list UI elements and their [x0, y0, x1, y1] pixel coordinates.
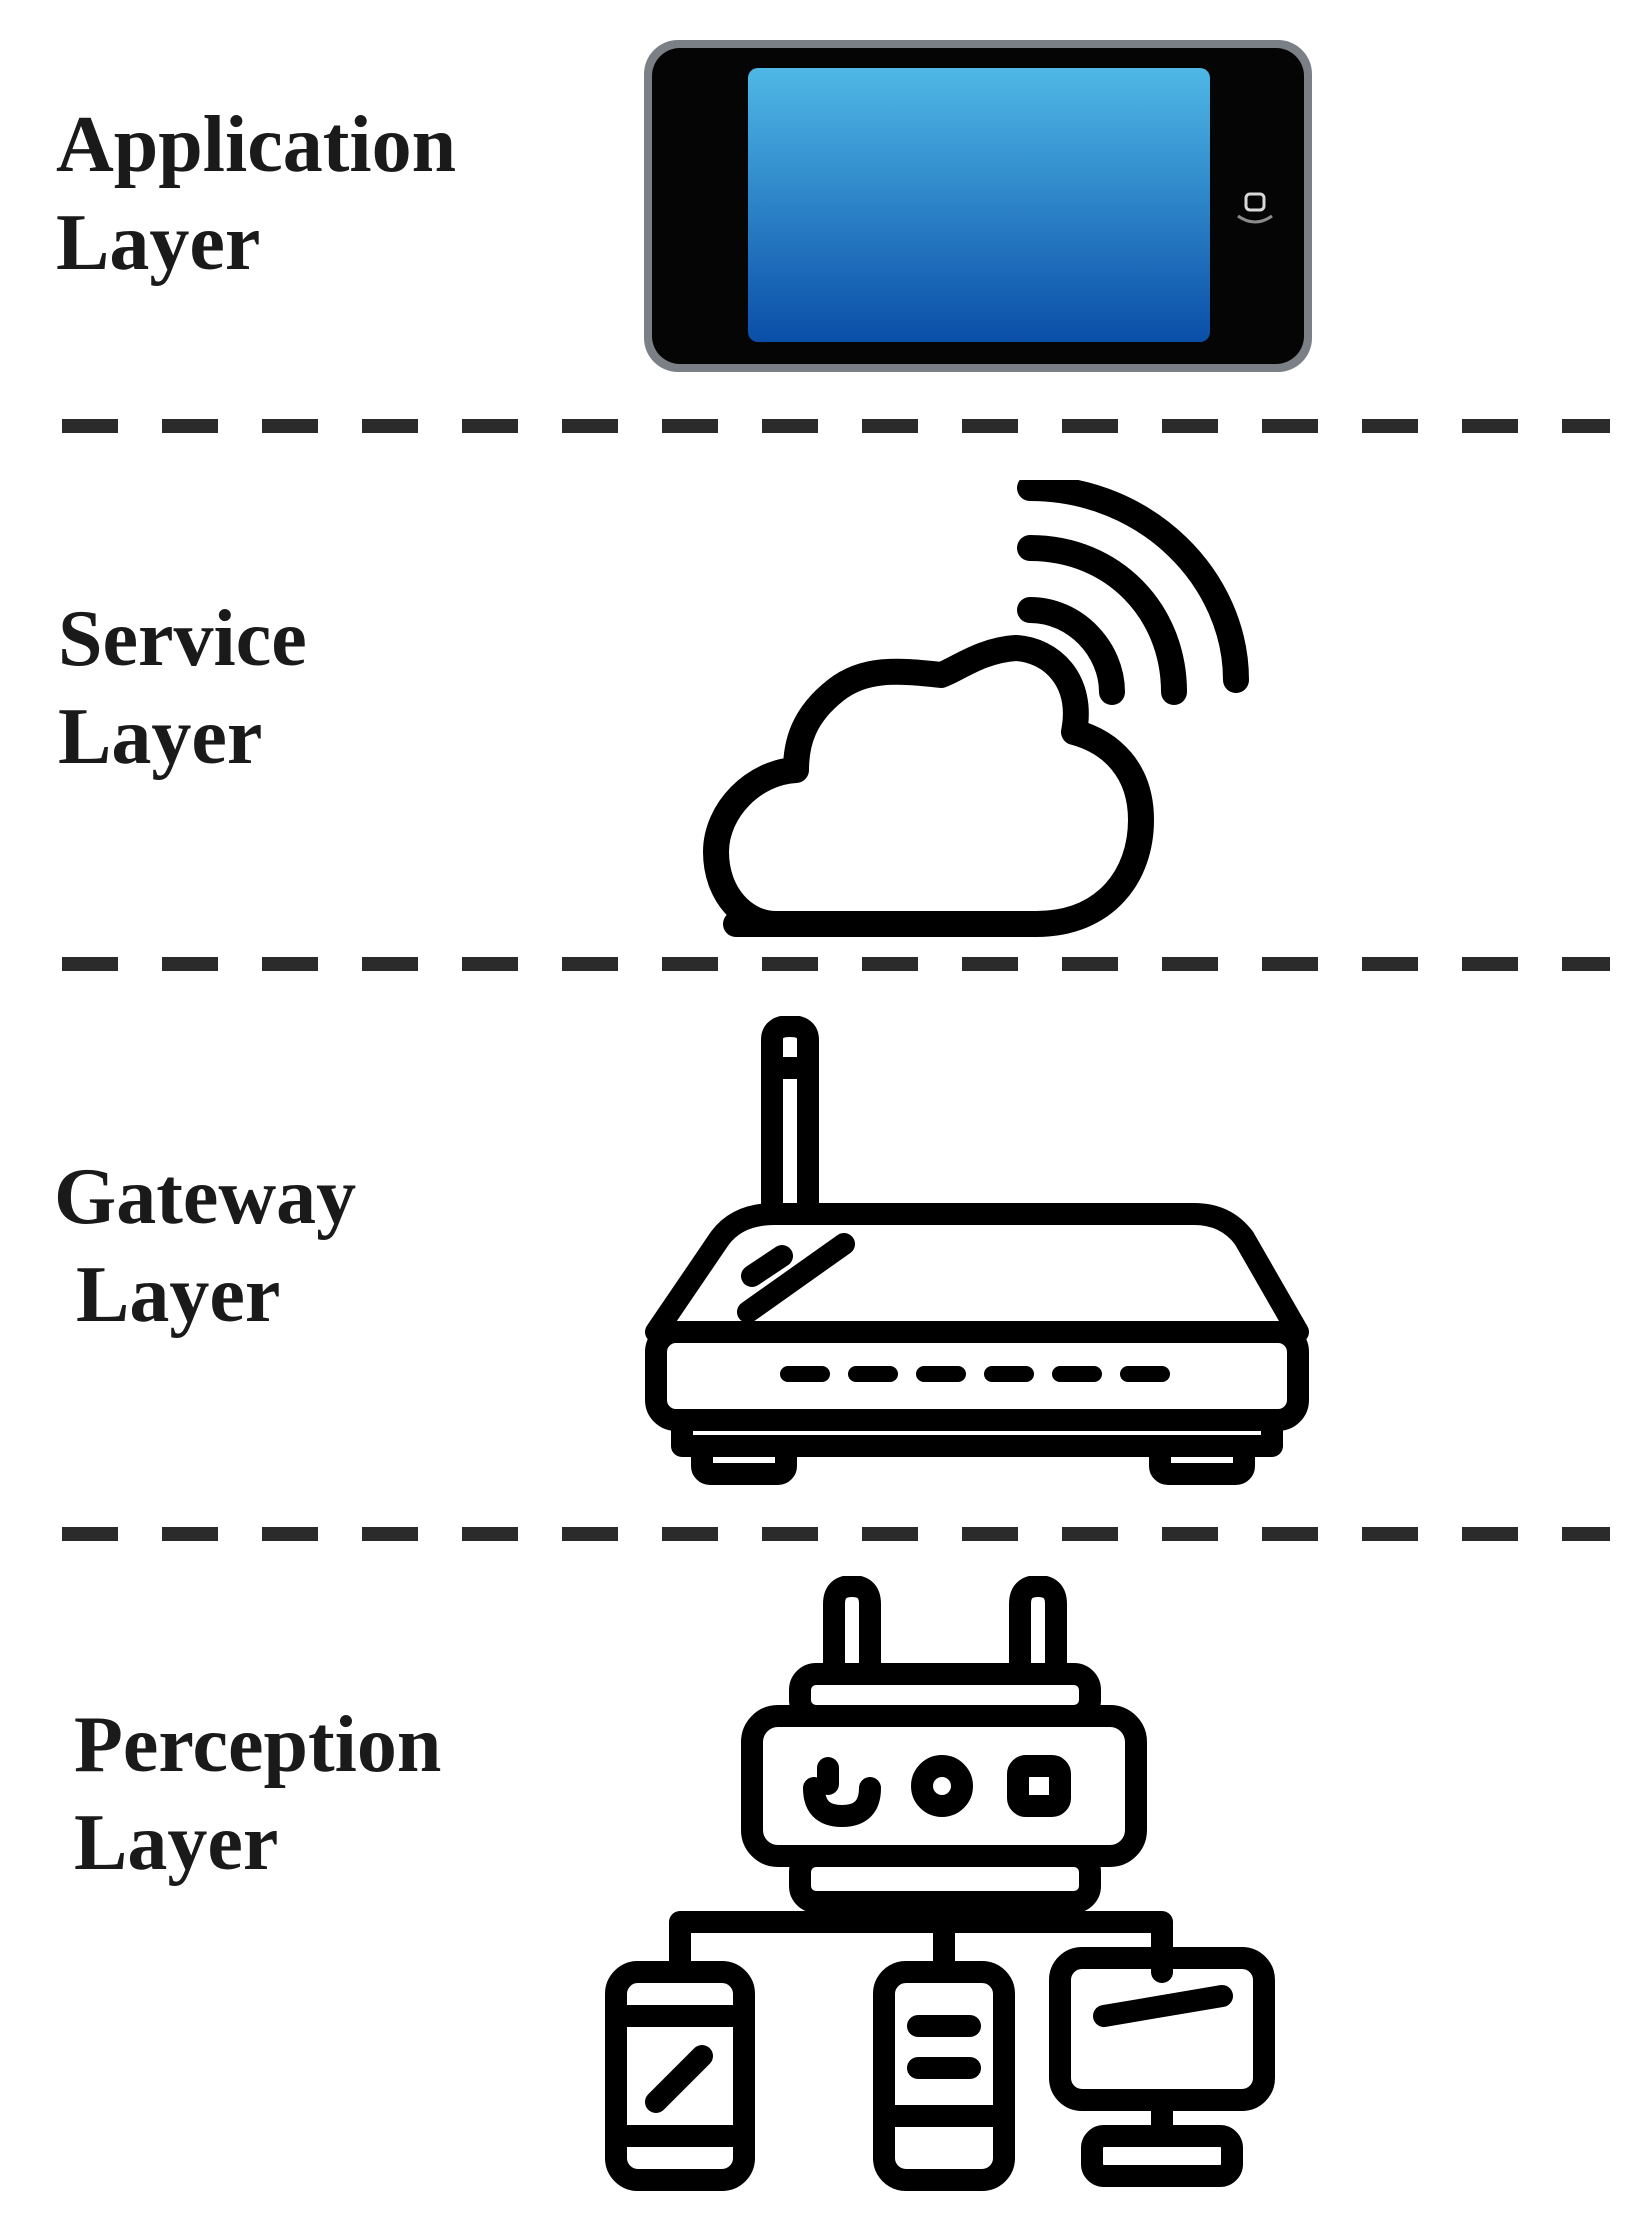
gateway-layer-label: Gateway Layer	[54, 1148, 356, 1344]
label-line-1: Service	[58, 595, 307, 683]
label-line-1: Application	[56, 101, 457, 189]
label-line-1: Gateway	[54, 1153, 357, 1241]
router-icon	[645, 1016, 1309, 1485]
smartphone-icon	[644, 40, 1312, 372]
label-line-2: Layer	[58, 693, 263, 781]
application-layer-label: Application Layer	[56, 96, 456, 292]
perception-layer-label: Perception Layer	[74, 1696, 441, 1892]
layer-divider	[62, 419, 1610, 433]
label-line-2: Layer	[56, 199, 261, 287]
label-line-1: Perception	[74, 1701, 442, 1789]
label-line-2: Layer	[76, 1251, 281, 1339]
layer-divider	[62, 1527, 1610, 1541]
iot-hub-devices-icon	[605, 1576, 1275, 2191]
label-line-2: Layer	[74, 1799, 279, 1887]
layer-divider	[62, 957, 1610, 971]
service-layer-label: Service Layer	[58, 590, 307, 786]
cloud-wireless-icon	[703, 480, 1249, 937]
